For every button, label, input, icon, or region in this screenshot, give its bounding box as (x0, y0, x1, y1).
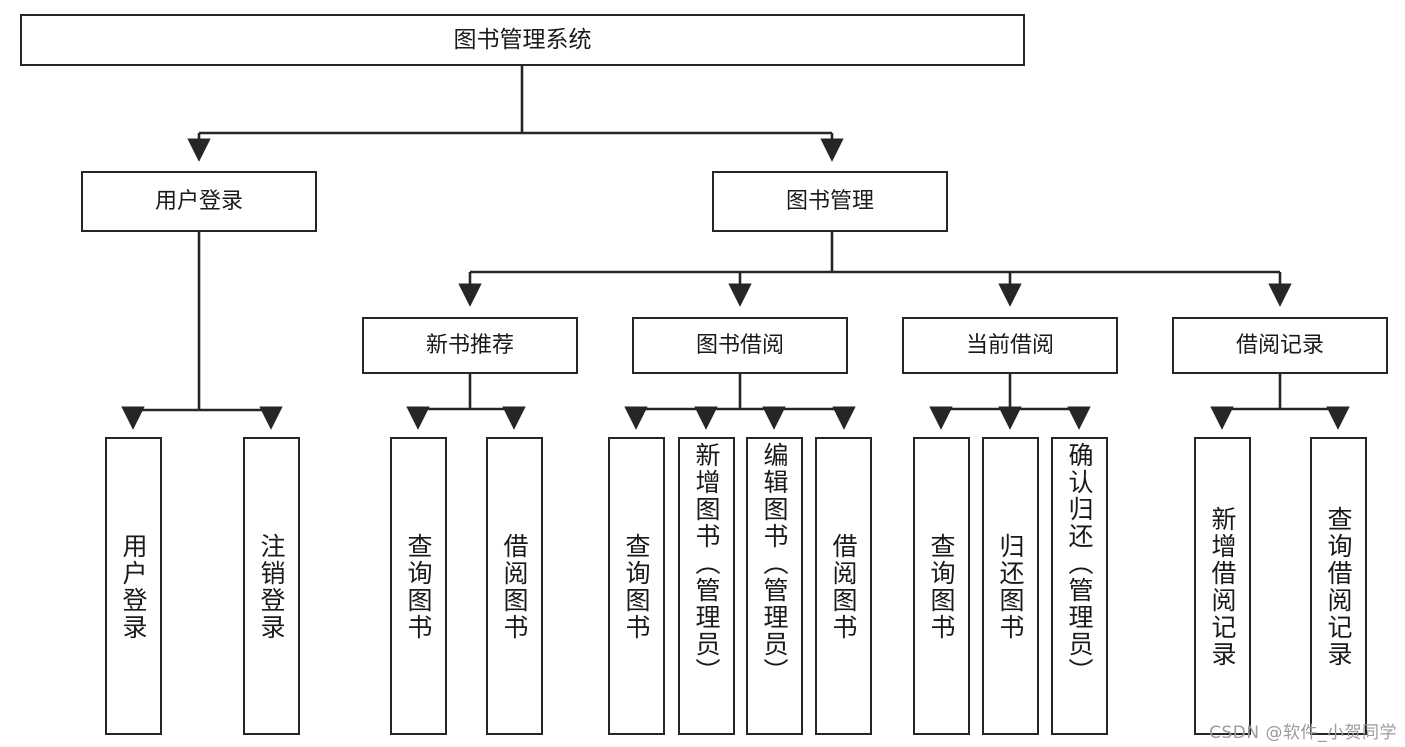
leaf-borrow-book-1[interactable]: 借阅图书 (486, 437, 543, 735)
node-label: 借阅图书 (829, 533, 858, 641)
leaf-confirm-return-admin[interactable]: 确认归还（管理员） (1051, 437, 1108, 735)
leaf-add-book-admin[interactable]: 新增图书（管理员） (678, 437, 735, 735)
leaf-user-login[interactable]: 用户登录 (105, 437, 162, 735)
node-user-login[interactable]: 用户登录 (81, 171, 317, 232)
node-label: 图书借阅 (695, 332, 784, 358)
csdn-watermark: CSDN @软件_小贺同学 (1209, 723, 1397, 743)
node-label: 归还图书 (996, 533, 1025, 641)
node-current-borrow[interactable]: 当前借阅 (902, 317, 1118, 374)
node-label: 借阅记录 (1235, 332, 1324, 358)
node-label: 注销登录 (257, 533, 286, 641)
leaf-return-book[interactable]: 归还图书 (982, 437, 1039, 735)
node-label: 查询图书 (927, 533, 956, 641)
node-label: 确认归还（管理员） (1065, 442, 1094, 685)
node-label: 查询图书 (622, 533, 651, 641)
leaf-query-book-2[interactable]: 查询图书 (608, 437, 665, 735)
leaf-query-borrow-record[interactable]: 查询借阅记录 (1310, 437, 1367, 735)
node-book-borrow[interactable]: 图书借阅 (632, 317, 848, 374)
node-label: 新书推荐 (425, 332, 514, 358)
node-label: 新增图书（管理员） (692, 442, 721, 685)
leaf-query-book-3[interactable]: 查询图书 (913, 437, 970, 735)
node-book-management[interactable]: 图书管理 (712, 171, 948, 232)
node-new-book-recommend[interactable]: 新书推荐 (362, 317, 578, 374)
node-label: 图书管理 (785, 188, 874, 214)
node-label: 新增借阅记录 (1208, 506, 1237, 668)
node-label: 图书管理系统 (453, 26, 592, 53)
node-label: 查询图书 (404, 533, 433, 641)
node-borrow-record[interactable]: 借阅记录 (1172, 317, 1388, 374)
leaf-logout[interactable]: 注销登录 (243, 437, 300, 735)
leaf-edit-book-admin[interactable]: 编辑图书（管理员） (746, 437, 803, 735)
node-label: 用户登录 (154, 188, 243, 214)
node-label: 当前借阅 (965, 332, 1054, 358)
node-label: 用户登录 (119, 533, 148, 641)
node-label: 借阅图书 (500, 533, 529, 641)
leaf-add-borrow-record[interactable]: 新增借阅记录 (1194, 437, 1251, 735)
node-label: 查询借阅记录 (1324, 506, 1353, 668)
leaf-query-book-1[interactable]: 查询图书 (390, 437, 447, 735)
node-label: 编辑图书（管理员） (760, 442, 789, 685)
node-root-book-management-system[interactable]: 图书管理系统 (20, 14, 1025, 66)
leaf-borrow-book-2[interactable]: 借阅图书 (815, 437, 872, 735)
